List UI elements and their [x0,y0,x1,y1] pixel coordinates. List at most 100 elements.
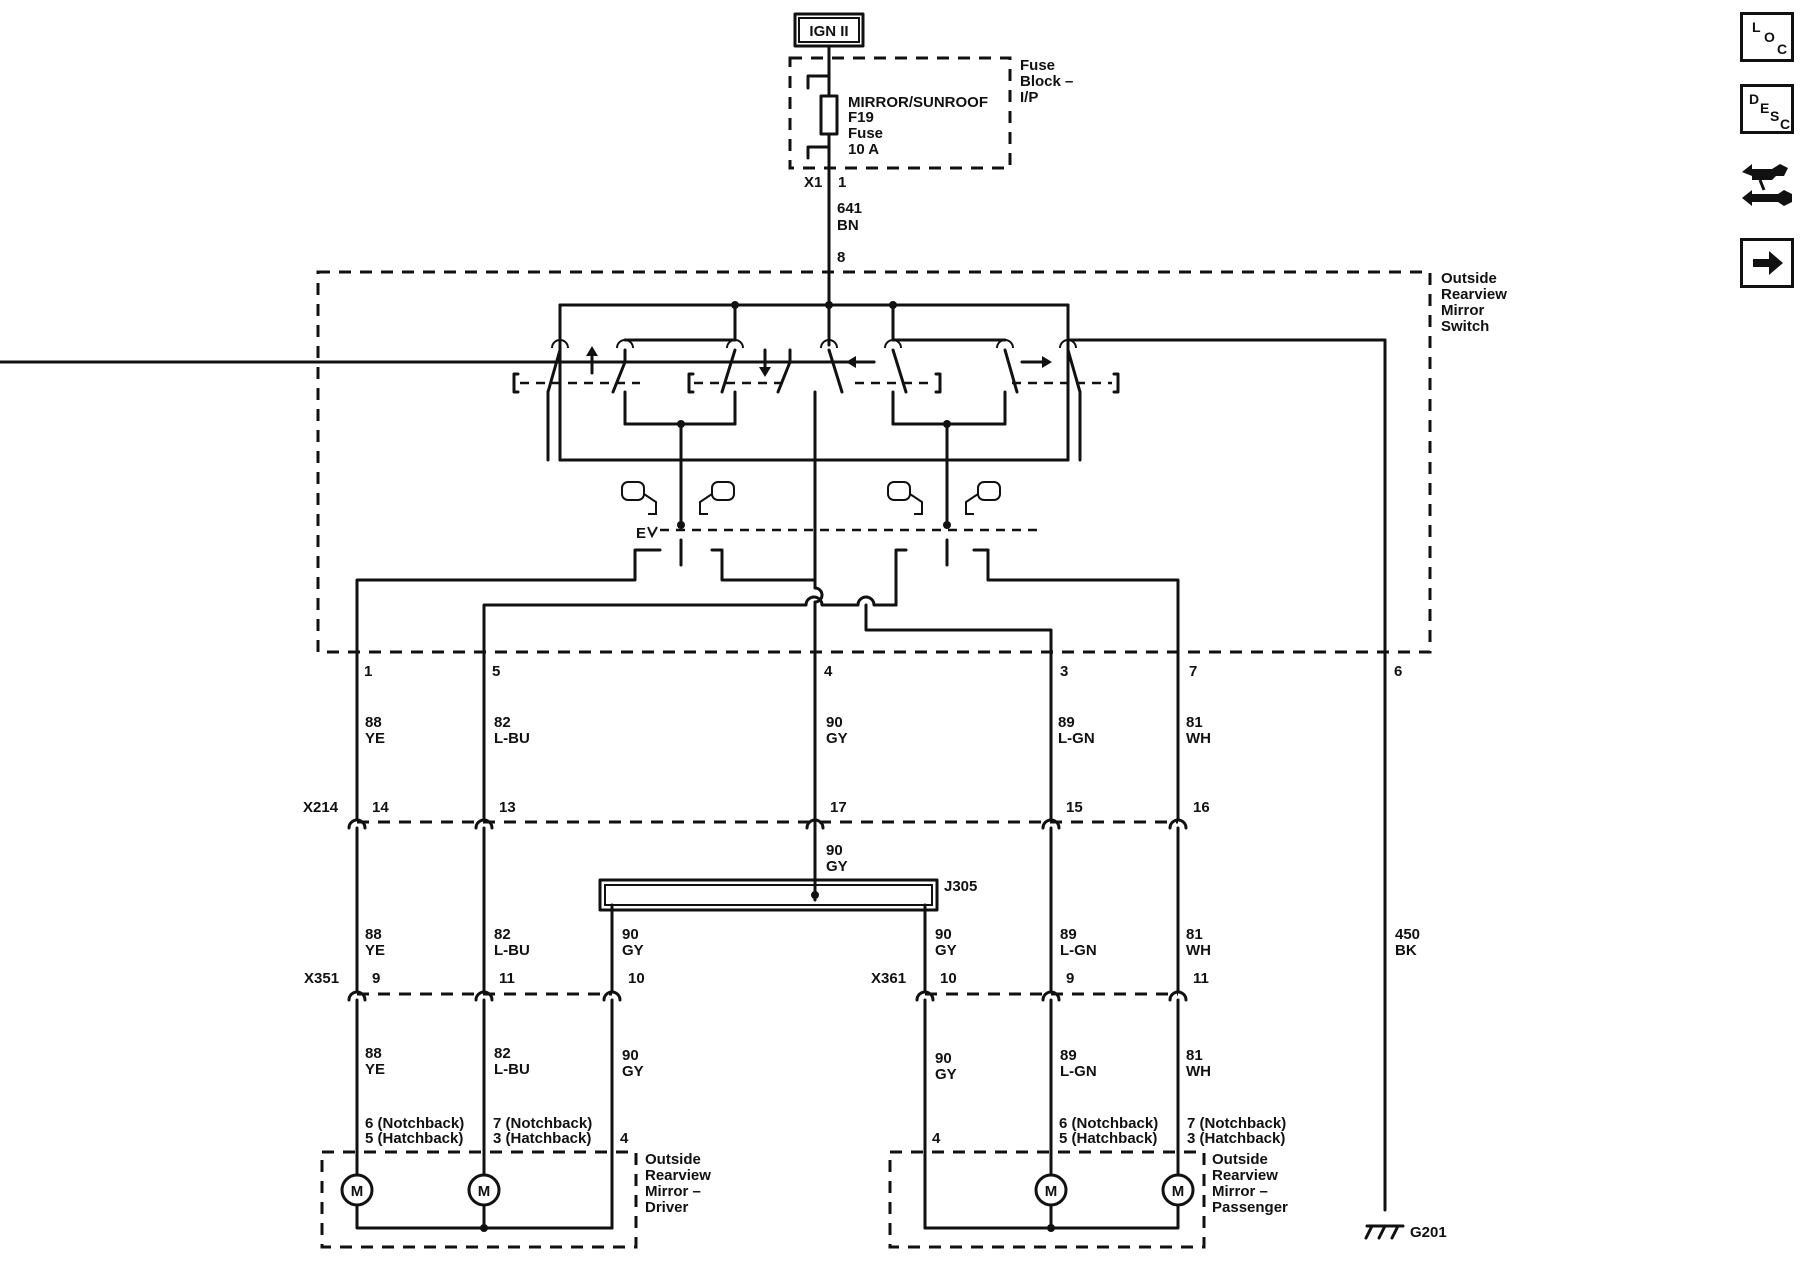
loc-l: L [1752,19,1761,35]
x214-pin-14: 14 [372,799,389,816]
contact-arc [884,339,902,349]
switch-pin-7: 7 [1189,663,1197,680]
mech-bracket [934,372,942,394]
driver-mirror-label-3: Mirror – [645,1183,701,1200]
m4-color: GY [935,942,957,959]
driver-motor-common [355,1203,614,1230]
wire-89-lgn-switch [864,603,1053,822]
w5-circuit: 81 [1186,714,1203,731]
mech-bracket [1112,372,1120,394]
l4-circuit: 90 [935,1050,952,1067]
connector-button[interactable] [1738,158,1796,212]
l3-circuit: 90 [622,1047,639,1064]
mirror-switch-outline [316,270,1432,654]
driver-pin-a-notch: 6 (Notchback) [365,1115,464,1132]
wire-90-gy-center [813,578,824,642]
w2-color: L-BU [494,730,530,747]
x214-pin-17: 17 [830,799,847,816]
connector-icon [1742,164,1792,206]
ground-wire-color: BK [1395,942,1417,959]
desc-e: E [1760,100,1770,116]
passenger-mirror-label-3: Mirror – [1212,1183,1268,1200]
selector-link [894,548,908,607]
driver-pin-a-hatch: 5 (Hatchback) [365,1130,463,1147]
fuse-terminal-top [806,74,831,90]
j305-label: J305 [944,878,977,895]
m1-color: YE [365,942,385,959]
w4-circuit: 89 [1058,714,1075,731]
fuse-block-label-2: Block – [1020,73,1073,90]
driver-mirror-label-2: Rearview [645,1167,711,1184]
fuse-type: Fuse [848,125,883,142]
mech-bracket [687,372,695,394]
switch-blade [776,360,792,394]
x361-pin-10: 10 [940,970,957,987]
switch-pin-1: 1 [364,663,372,680]
wire-88-ye-switch [355,548,662,822]
right-mirror-alt-icon [965,481,1001,515]
contact-arc [616,339,634,349]
fuse-block-label-1: Fuse [1020,57,1055,74]
ign-source-inner [798,17,860,43]
switch-blade [546,348,562,394]
junction-dot [1047,1224,1055,1232]
switch-pin-3: 3 [1060,663,1068,680]
fuse-block-label-3: I/P [1020,89,1038,106]
w4-color: L-GN [1058,730,1095,747]
x351-label: X351 [304,970,339,987]
desc-button[interactable]: D E S C [1740,84,1794,134]
switch-pin-4: 4 [824,663,833,680]
ign-source-label: IGN II [809,23,848,40]
fuse-terminal-bottom [806,145,831,160]
fuse-name: MIRROR/SUNROOF [848,94,988,111]
passenger-mirror-label-1: Outside [1212,1151,1268,1168]
fuse-connector-pin: 1 [838,174,846,191]
mech-bracket [512,372,520,394]
driver-pin-b-hatch: 3 (Hatchback) [493,1130,591,1147]
passenger-mirror-label-4: Passenger [1212,1199,1288,1216]
switch-blade [891,348,908,394]
w3-circuit: 90 [826,714,843,731]
contact-arc [996,339,1014,349]
l6-circuit: 81 [1186,1047,1203,1064]
m2-circuit: 82 [494,926,511,943]
l5-color: L-GN [1060,1063,1097,1080]
junction-dot [480,1224,488,1232]
fuse-f19 [819,94,839,136]
passenger-pin-b-notch: 7 (Notchback) [1187,1115,1286,1132]
loc-c: C [1777,41,1788,57]
driver-pin-c: 4 [620,1130,629,1147]
x351-pin-10: 10 [628,970,645,987]
passenger-motor-1-icon: M [1034,1173,1068,1207]
switch-label-2: Rearview [1441,286,1507,303]
switch-blade [827,348,844,394]
l1-color: YE [365,1061,385,1078]
selector-check-icon [647,526,658,539]
left-mirror-icon [621,481,657,515]
fuse-number: F19 [848,109,874,126]
left-mirror-alt-icon [699,481,735,515]
loc-o: O [1764,29,1775,45]
driver-mirror-label-1: Outside [645,1151,701,1168]
contact-arc [551,339,569,349]
passenger-mirror-outline [888,1150,1206,1249]
wire-81-wh-switch [972,548,1180,822]
desc-d: D [1749,91,1760,107]
j305-splice [598,878,939,912]
driver-pin-b-notch: 7 (Notchback) [493,1115,592,1132]
switch-label-4: Switch [1441,318,1489,335]
l6-color: WH [1186,1063,1211,1080]
switch-blade [720,348,737,394]
l4-color: GY [935,1066,957,1083]
passenger-pin-a-hatch: 5 (Hatchback) [1059,1130,1157,1147]
loc-button[interactable]: L O C [1740,12,1794,62]
passenger-motor-2-label: M [1172,1183,1185,1200]
next-button[interactable] [1740,238,1794,288]
right-mirror-icon [887,481,923,515]
m4-circuit: 90 [935,926,952,943]
x351-terminals [347,978,622,1002]
passenger-pin-a-notch: 6 (Notchback) [1059,1115,1158,1132]
x214-pin-16: 16 [1193,799,1210,816]
x351-pin-11: 11 [499,970,515,987]
j305-splice-inner [604,884,933,906]
